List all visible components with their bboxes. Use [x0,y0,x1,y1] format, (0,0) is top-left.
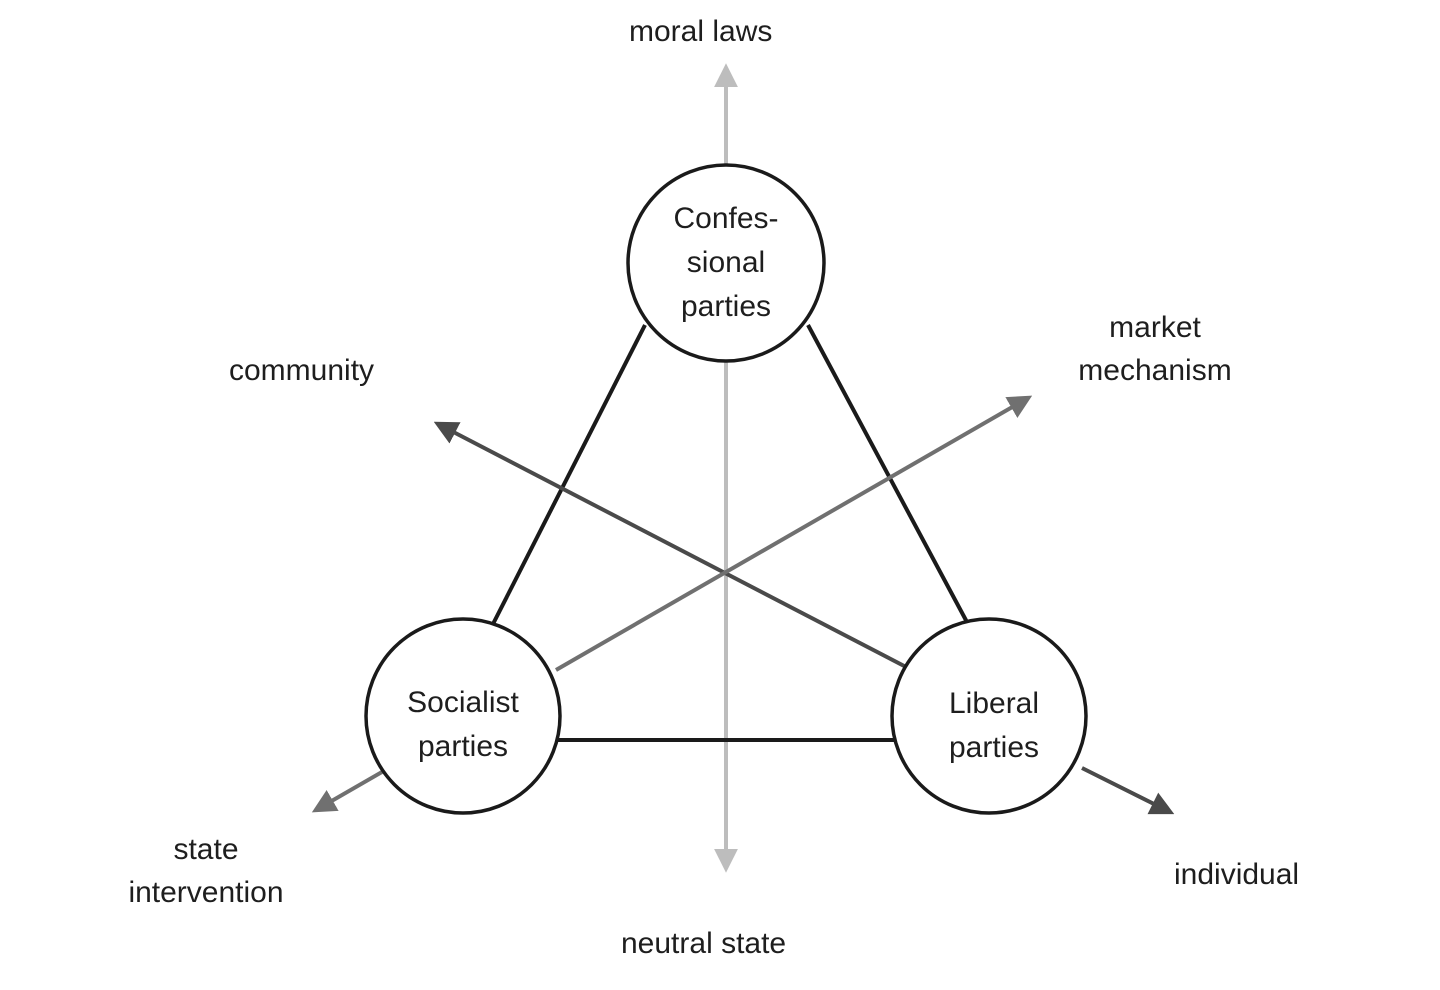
confessional-line-3: parties [680,290,772,323]
liberal-line-1: Liberal [948,687,1040,720]
state-line-1: state [173,833,239,866]
axis-state-arrow [311,770,383,813]
market-line-2: mechanism [1078,354,1232,387]
socialist-parties-circle [364,617,562,815]
socialist-parties-label: Socialist parties [363,681,563,769]
community-label: community [229,354,375,387]
state-intervention-label: state intervention [108,828,304,914]
individual-label: individual [1174,858,1300,891]
liberal-parties-label: Liberal parties [894,682,1094,770]
axis-individual-arrow [1081,766,1175,815]
axis-community-arrow [433,421,909,670]
neutral-state-label: neutral state [621,927,787,960]
confessional-line-2: sional [686,246,766,279]
confessional-line-1: Confes- [673,202,779,235]
confessional-parties-circle [626,163,826,363]
axis-market-arrow [555,395,1033,672]
liberal-line-2: parties [948,731,1040,764]
market-mechanism-label: market mechanism [1060,306,1250,392]
socialist-line-2: parties [417,730,509,763]
state-line-2: intervention [128,876,284,909]
socialist-line-1: Socialist [407,686,519,719]
market-line-1: market [1109,311,1201,344]
moral-laws-label: moral laws [629,15,773,48]
confessional-parties-label: Confes- sional parties [626,197,826,329]
edge-confessional-socialist [491,324,647,625]
edge-confessional-liberal [806,324,970,625]
liberal-parties-circle [890,617,1088,815]
